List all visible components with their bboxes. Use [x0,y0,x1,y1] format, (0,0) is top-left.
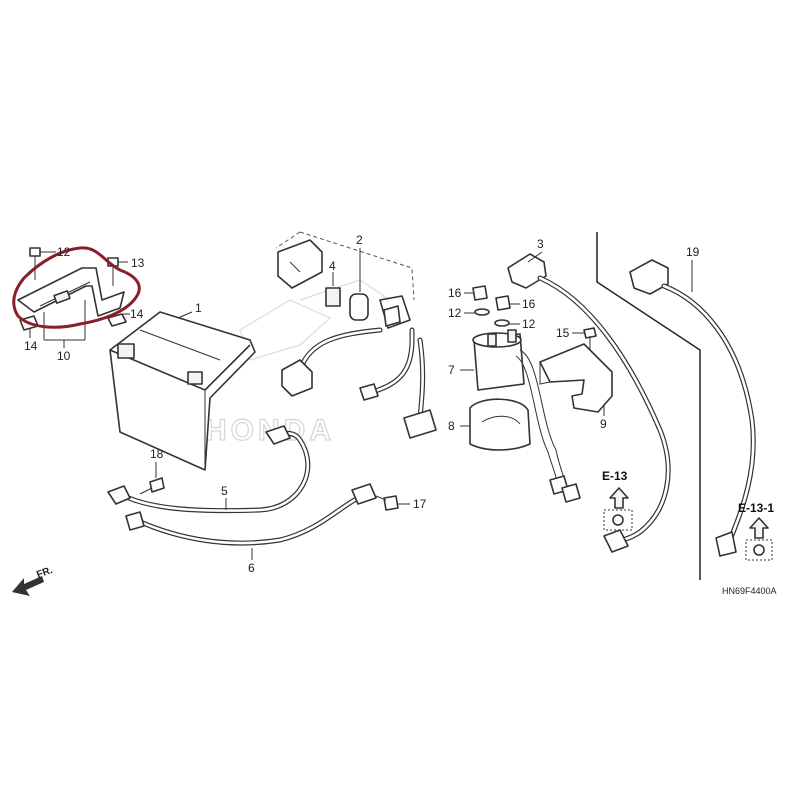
front-label: FR. [35,565,54,581]
callout-16-left: 16 [448,286,462,300]
callout-2: 2 [356,233,363,247]
callout-17: 17 [413,497,427,511]
callout-9: 9 [600,417,607,431]
bracket-highlight-outline [12,246,141,329]
callout-8: 8 [448,419,455,433]
ref-e13-1-label: E-13-1 [738,501,774,515]
ref-e13-label: E-13 [602,469,628,483]
callout-10: 10 [57,349,71,363]
callout-14-left: 14 [24,339,38,353]
callout-4: 4 [329,259,336,273]
ref-e13: E-13 [602,469,633,531]
battery [109,311,256,471]
starter-relay [469,285,581,503]
callout-12-bracket: 12 [57,245,71,259]
callout-12-left: 12 [448,306,462,320]
drawing-code: HN69F4400A [722,586,777,596]
callout-14-right: 14 [130,307,144,321]
fuse-harness [275,231,437,439]
callout-15: 15 [556,326,570,340]
callout-19: 19 [686,245,700,259]
section-divider [596,232,701,580]
ground-cable-19 [629,259,756,557]
battery-bracket-group [17,247,130,348]
callout-5: 5 [221,484,228,498]
callout-18: 18 [150,447,164,461]
ref-e13-1: E-13-1 [738,501,774,561]
relay-bracket [539,327,613,413]
front-direction-marker: FR. [12,565,54,596]
callout-13-right: 13 [131,256,145,270]
starter-cable-3 [507,253,671,553]
callout-12-right: 12 [522,317,536,331]
callout-6: 6 [248,561,255,575]
callout-7: 7 [448,363,455,377]
callout-1: 1 [195,301,202,315]
battery-cables [107,425,399,546]
callout-16-right: 16 [522,297,536,311]
callout-3: 3 [537,237,544,251]
